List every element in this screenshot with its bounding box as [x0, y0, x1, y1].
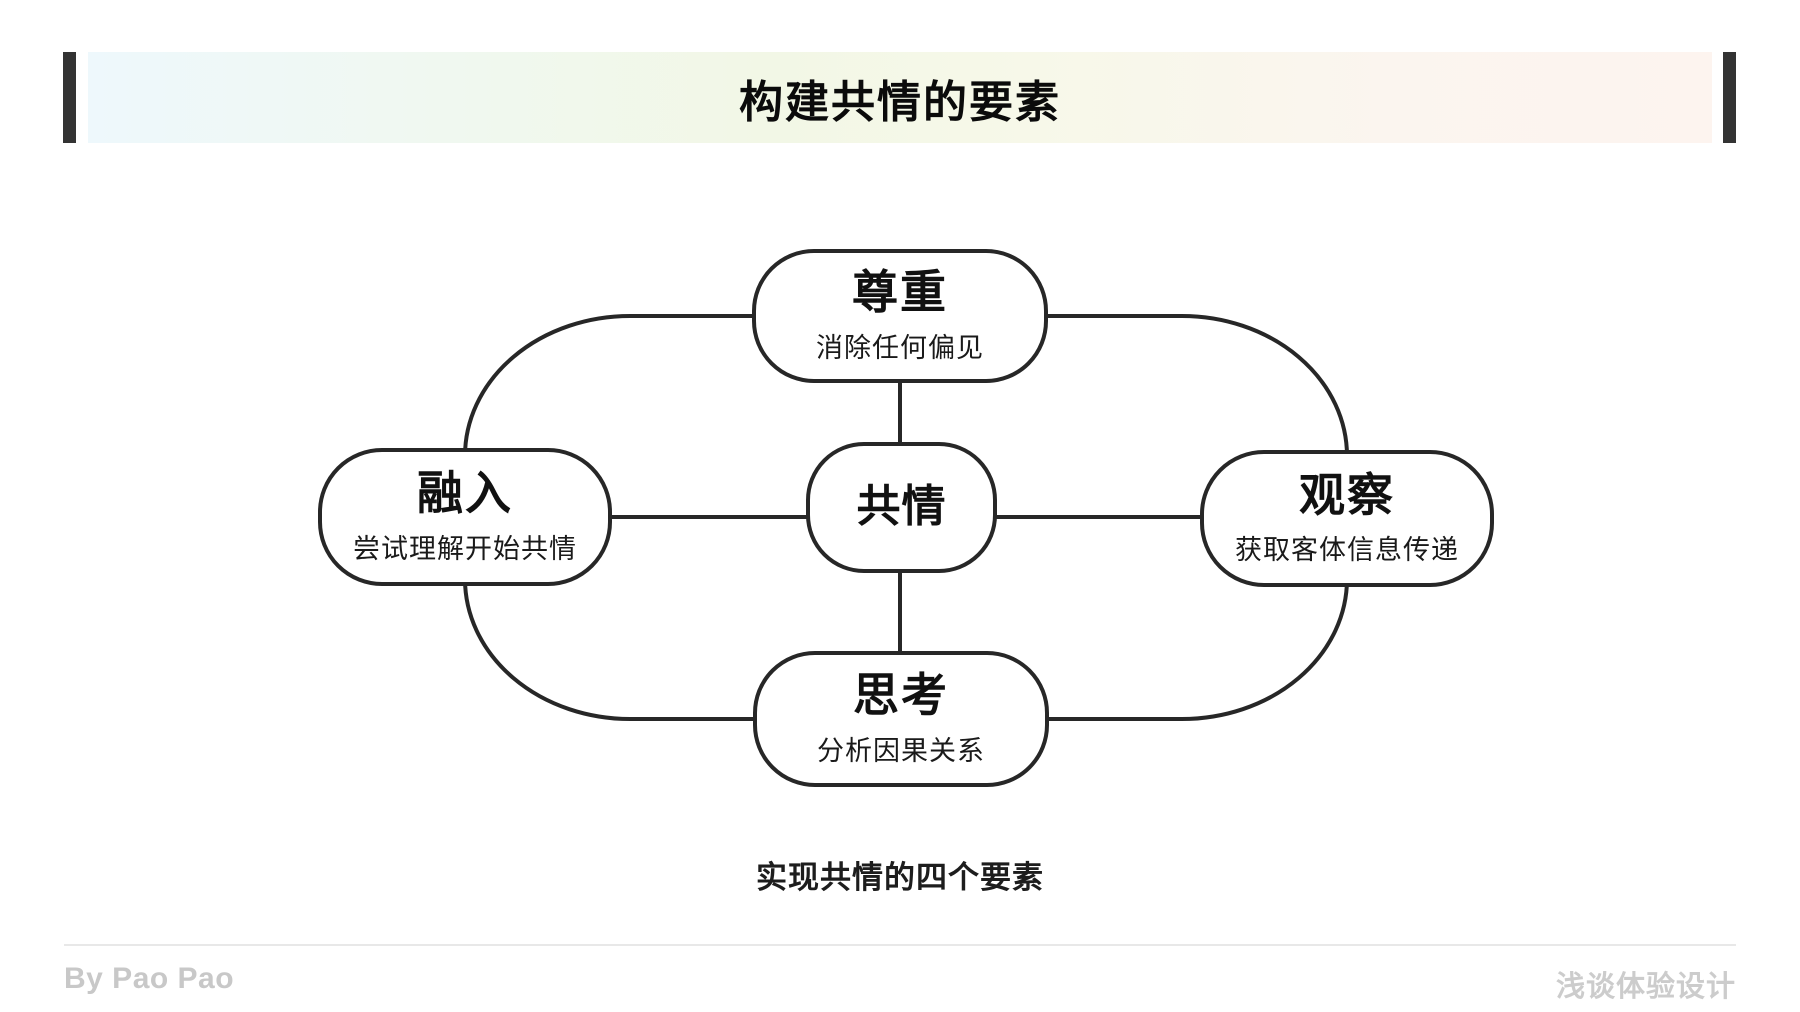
node-observe-subtitle: 获取客体信息传递 — [1235, 535, 1459, 566]
node-think-title: 思考 — [853, 669, 949, 722]
header-accent-bar-right — [1723, 52, 1736, 143]
node-immerse-subtitle: 尝试理解开始共情 — [353, 533, 577, 564]
node-think-subtitle: 分析因果关系 — [817, 735, 985, 766]
page-title: 构建共情的要素 — [739, 77, 1061, 127]
node-immerse: 融入 尝试理解开始共情 — [318, 448, 612, 586]
footer-brand: 浅谈体验设计 — [1555, 971, 1736, 1003]
node-observe-title: 观察 — [1299, 468, 1395, 521]
header-band: 构建共情的要素 — [88, 52, 1712, 143]
footer-divider — [64, 944, 1736, 946]
node-respect: 尊重 消除任何偏见 — [752, 249, 1048, 383]
node-empathy: 共情 — [806, 442, 997, 573]
node-immerse-title: 融入 — [417, 467, 513, 520]
node-empathy-title: 共情 — [856, 482, 947, 532]
footer-author: By Pao Pao — [64, 962, 235, 995]
node-observe: 观察 获取客体信息传递 — [1200, 450, 1494, 587]
node-respect-title: 尊重 — [852, 266, 948, 319]
header-accent-bar-left — [63, 52, 76, 143]
diagram-caption: 实现共情的四个要素 — [756, 860, 1044, 895]
node-think: 思考 分析因果关系 — [753, 651, 1049, 787]
node-respect-subtitle: 消除任何偏见 — [816, 332, 984, 363]
